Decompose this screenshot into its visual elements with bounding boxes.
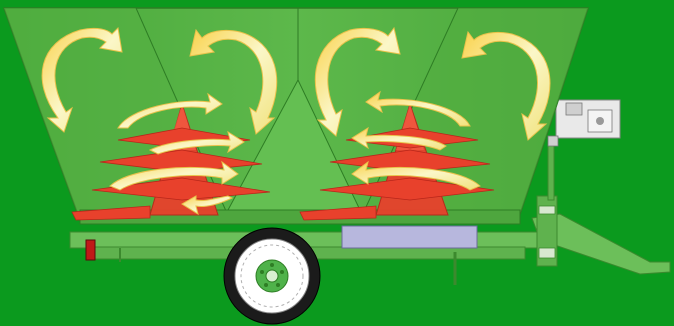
drawbar <box>532 140 670 274</box>
control-box <box>548 100 620 146</box>
water-tank <box>342 226 477 248</box>
tail-light <box>86 240 95 260</box>
wheel <box>224 228 320 324</box>
